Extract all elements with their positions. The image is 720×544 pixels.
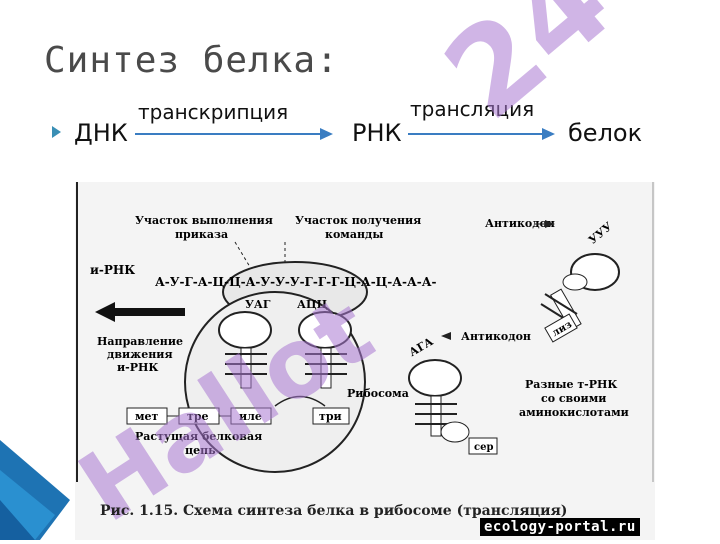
- transcription-label: транскрипция: [138, 100, 289, 124]
- corner-decoration: [0, 440, 70, 540]
- mrna-label: и-РНК: [90, 263, 135, 277]
- execute-site-label: Участок выполнения: [135, 214, 273, 227]
- trna-desc-1: Разные т-РНК: [525, 378, 617, 391]
- anticodon-label-2: Антикодон: [461, 330, 531, 343]
- figure-background: [75, 182, 655, 540]
- trna-middle-right: сер: [408, 359, 498, 455]
- aa-tri-box: [312, 407, 350, 425]
- trna-desc-2: со своими: [541, 392, 606, 405]
- translation-label: трансляция: [410, 97, 535, 121]
- bullet-icon: [52, 126, 61, 138]
- figure-caption: Рис. 1.15. Схема синтеза белка в рибосом…: [100, 503, 568, 519]
- ribosome-diagram: Участок выполнения приказа Участок получ…: [75, 182, 655, 540]
- slide-title: Синтез белка:: [44, 40, 339, 81]
- direction-arrow-icon: [95, 302, 185, 322]
- trna-top-right: лиз: [540, 253, 620, 343]
- trna-right: [298, 311, 352, 389]
- aa-ser: сер: [474, 442, 493, 453]
- direction-label-3: и-РНК: [117, 361, 158, 374]
- aa-ile-box: [230, 407, 272, 425]
- protein-label: белок: [568, 119, 643, 147]
- growing-chain-label: Растущая белковая: [135, 430, 262, 443]
- dna-label: ДНК: [74, 119, 128, 147]
- synthesis-flow: ДНК транскрипция РНК трансляция белок: [0, 0, 720, 180]
- arrow-right-icon: [135, 128, 333, 140]
- arrow-right-icon: [408, 128, 555, 140]
- aa-ile: иле: [239, 410, 262, 423]
- receive-site-label-2: команды: [325, 228, 383, 241]
- trna-left: [218, 311, 272, 389]
- anticodon-uag: УАГ: [245, 298, 271, 311]
- mrna-sequence: А-У-Г-А-Ц-Ц-А-У-У-У-Г-Г-Г-Ц-А-Ц-А-А-А-: [155, 275, 437, 289]
- growing-chain-label-2: цепь: [185, 444, 216, 457]
- aa-tri: три: [319, 410, 342, 423]
- flow-arrows: [135, 128, 555, 140]
- rna-label: РНК: [352, 119, 402, 147]
- execute-site-label-2: приказа: [175, 228, 228, 241]
- aa-tre: тре: [187, 410, 209, 423]
- direction-label-2: движения: [107, 348, 173, 361]
- source-site: ecology-portal.ru: [480, 518, 640, 536]
- direction-label-1: Направление: [97, 335, 183, 348]
- receive-site-label: Участок получения: [295, 214, 421, 227]
- anticodon-acc: АЦЦ: [297, 298, 328, 311]
- trna-desc-3: аминокислотами: [519, 406, 629, 419]
- aa-met: мет: [135, 410, 159, 423]
- anticodon-label-1: Антикодон: [485, 217, 555, 230]
- ribosome-label: Рибосома: [347, 387, 409, 400]
